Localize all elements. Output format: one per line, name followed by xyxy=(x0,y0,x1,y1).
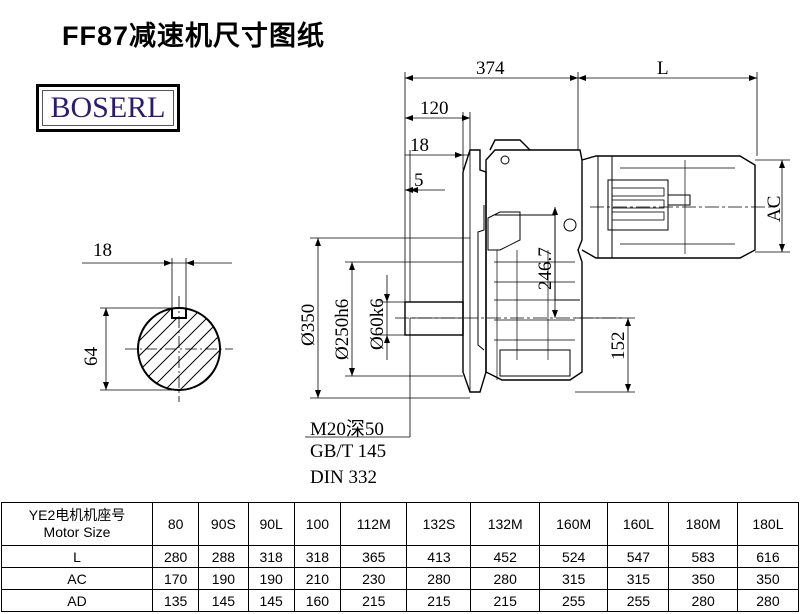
table-cell: 318 xyxy=(247,545,295,568)
motor-size-table: YE2电机机座号 Motor Size 80 90S 90L 100 112M … xyxy=(1,502,800,612)
standard-note-din: DIN 332 xyxy=(310,467,378,488)
dim-120: 120 xyxy=(420,98,449,119)
table-cell: 280 xyxy=(151,545,200,568)
brand-logo: BOSERL xyxy=(36,84,180,132)
dim-152: 152 xyxy=(608,332,629,361)
table-cell: 616 xyxy=(736,545,800,568)
table-cell: 318 xyxy=(293,545,342,568)
dim-246-7: 246.7 xyxy=(535,247,556,290)
table-row: AD 135 145 145 160 215 215 215 255 255 2… xyxy=(1,589,800,612)
table-cell: 230 xyxy=(340,567,408,590)
table-cell: 135 xyxy=(151,589,200,612)
table-cell: 170 xyxy=(151,567,200,590)
table-cell: 215 xyxy=(340,589,408,612)
size-cell: 180L xyxy=(736,502,800,546)
key-height-label: 64 xyxy=(81,347,102,367)
table-cell: 215 xyxy=(406,589,472,612)
brand-logo-text: BOSERL xyxy=(42,90,174,126)
dim-5: 5 xyxy=(414,170,424,191)
dim-374: 374 xyxy=(476,58,505,79)
table-cell: 583 xyxy=(668,545,738,568)
table-cell: 280 xyxy=(668,589,738,612)
table-cell: 315 xyxy=(538,567,609,590)
standard-note-gb: GB/T 145 xyxy=(310,441,387,462)
page-title: FF87减速机尺寸图纸 xyxy=(62,21,326,51)
row-label: AC xyxy=(1,567,153,590)
table-cell: 190 xyxy=(198,567,249,590)
row-label: L xyxy=(1,545,153,568)
table-cell: 288 xyxy=(198,545,249,568)
size-cell: 132S xyxy=(406,502,472,546)
dim-phi-350: Ø350 xyxy=(298,304,319,346)
size-cell: 90L xyxy=(247,502,295,546)
size-cell: 132M xyxy=(470,502,540,546)
table-cell: 210 xyxy=(293,567,342,590)
table-cell: 280 xyxy=(406,567,472,590)
dim-phi-60: Ø60k6 xyxy=(367,298,388,350)
table-cell: 365 xyxy=(340,545,408,568)
table-cell: 280 xyxy=(470,567,540,590)
table-cell: 315 xyxy=(607,567,670,590)
gearbox-view xyxy=(395,139,775,393)
size-cell: 100 xyxy=(293,502,342,546)
table-row: AC 170 190 190 210 230 280 280 315 315 3… xyxy=(1,567,800,590)
table-cell: 190 xyxy=(247,567,295,590)
table-cell: 215 xyxy=(470,589,540,612)
size-cell: 90S xyxy=(198,502,249,546)
key-width-label: 18 xyxy=(93,240,112,261)
thread-note: M20深50 xyxy=(310,419,384,440)
dim-phi-250: Ø250h6 xyxy=(332,299,353,360)
row-label: AD xyxy=(1,589,153,612)
dim-L: L xyxy=(657,58,669,79)
table-cell: 255 xyxy=(538,589,609,612)
size-cell: 112M xyxy=(340,502,408,546)
table-cell: 350 xyxy=(736,567,800,590)
dim-AC: AC xyxy=(764,196,785,222)
dimension-lines xyxy=(305,72,790,438)
table-header-row: YE2电机机座号 Motor Size 80 90S 90L 100 112M … xyxy=(1,502,800,546)
table-cell: 160 xyxy=(293,589,342,612)
table-cell: 280 xyxy=(736,589,800,612)
table-cell: 145 xyxy=(247,589,295,612)
size-cell: 160M xyxy=(538,502,609,546)
header-label-cn: YE2电机机座号 xyxy=(28,507,126,523)
size-cell: 160L xyxy=(607,502,670,546)
table-cell: 145 xyxy=(198,589,249,612)
size-cell: 80 xyxy=(151,502,200,546)
header-label-en: Motor Size xyxy=(43,524,111,540)
dim-18-top: 18 xyxy=(410,135,429,156)
technical-drawing: 18 64 xyxy=(81,58,790,438)
table-cell: 547 xyxy=(607,545,670,568)
table-cell: 255 xyxy=(607,589,670,612)
table-cell: 413 xyxy=(406,545,472,568)
table-cell: 524 xyxy=(538,545,609,568)
table-row: L 280 288 318 318 365 413 452 524 547 58… xyxy=(1,545,800,568)
table-cell: 452 xyxy=(470,545,540,568)
table-cell: 350 xyxy=(668,567,738,590)
size-cell: 180M xyxy=(668,502,738,546)
shaft-section xyxy=(82,258,233,402)
table-header-label: YE2电机机座号 Motor Size xyxy=(1,502,153,546)
